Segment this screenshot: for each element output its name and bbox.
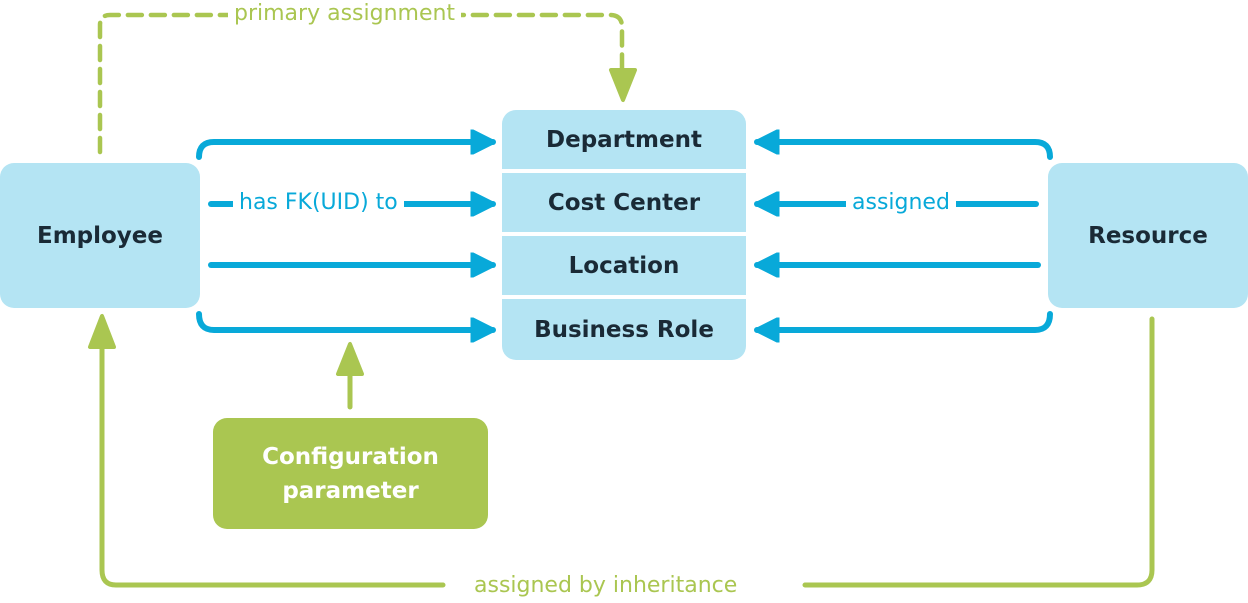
assigned-label: assigned <box>846 190 956 216</box>
primary-assignment-label: primary assignment <box>228 1 462 27</box>
config-label-line2: parameter <box>282 477 419 504</box>
department-node[interactable]: Department <box>502 110 746 169</box>
resource-node[interactable]: Resource <box>1048 163 1248 308</box>
configuration-parameter-node[interactable]: Configuration parameter <box>213 418 488 529</box>
resource-to-businessrole-arrow <box>754 311 1053 330</box>
business-role-label: Business Role <box>534 316 714 343</box>
employee-node[interactable]: Employee <box>0 163 200 308</box>
inheritance-arrowhead <box>88 314 116 349</box>
org-structure-stack: Department Cost Center Location Business… <box>502 110 746 360</box>
department-label: Department <box>546 126 702 153</box>
employee-to-department-arrow <box>196 142 496 160</box>
location-label: Location <box>568 252 680 279</box>
location-node[interactable]: Location <box>502 236 746 295</box>
primary-assignment-arrowhead <box>609 68 637 102</box>
has-fk-label: has FK(UID) to <box>233 190 404 216</box>
employee-label: Employee <box>36 222 164 249</box>
cost-center-node[interactable]: Cost Center <box>502 173 746 232</box>
config-arrowhead <box>336 342 364 376</box>
employee-to-businessrole-arrow <box>196 311 496 330</box>
cost-center-label: Cost Center <box>547 189 701 216</box>
inheritance-edge <box>99 316 1155 588</box>
assigned-by-inheritance-label: assigned by inheritance <box>468 573 744 599</box>
resource-label: Resource <box>1088 222 1208 249</box>
config-label-line1: Configuration <box>262 443 439 470</box>
resource-to-department-arrow <box>754 142 1053 160</box>
business-role-node[interactable]: Business Role <box>502 299 746 360</box>
